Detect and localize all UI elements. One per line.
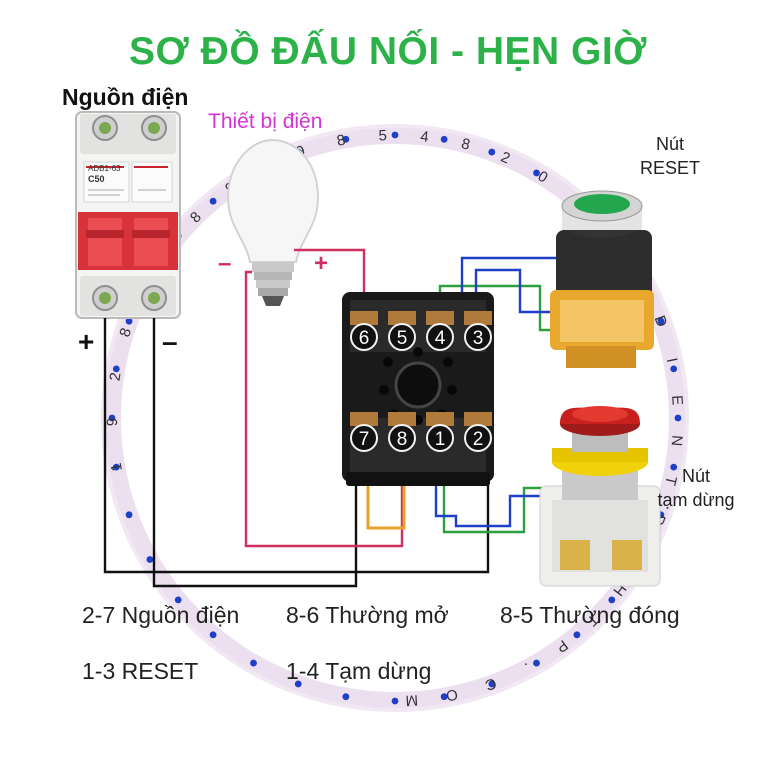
relay-top-pin-label-4: 4 — [435, 328, 446, 349]
watermark-left-char: 9 — [104, 418, 121, 427]
device-label: Thiết bị điện — [208, 110, 323, 133]
watermark-dot — [674, 414, 682, 422]
relay-top-screw-3 — [464, 311, 492, 325]
watermark-dot — [488, 680, 496, 688]
wires — [103, 248, 570, 588]
relay-bottom-pin-label-7: 7 — [359, 429, 370, 450]
watermark-dot — [125, 317, 133, 325]
relay-top-screw-5 — [388, 311, 416, 325]
watermark-right-char: O — [444, 685, 459, 704]
watermark-dot — [533, 659, 540, 667]
relay-top-pin-3 — [464, 323, 492, 351]
relay-bottom-pin-label-2: 2 — [473, 429, 484, 450]
watermark-right-char: I — [663, 356, 680, 364]
relay-top-screw-4 — [426, 311, 454, 325]
relay-bottom-screw-8 — [388, 412, 416, 426]
light-bulb-icon — [226, 138, 320, 306]
watermark-dot — [670, 365, 678, 373]
circuit-breaker — [75, 111, 181, 319]
reset-button-label: Nút RESET — [640, 132, 700, 180]
watermark-top-char: 4 — [419, 128, 429, 146]
relay-bottom-screw-2 — [464, 412, 492, 426]
watermark-left-char: 2 — [107, 371, 125, 382]
caption-normally-closed: 8-5 Thường đóng — [500, 602, 680, 628]
watermark-dot — [174, 596, 182, 604]
watermark-right-char: T — [661, 474, 680, 487]
watermark-dot — [209, 197, 217, 205]
watermark-top-char: 8 — [460, 135, 472, 154]
relay-top-pin-6 — [350, 323, 378, 351]
watermark-dot — [391, 131, 399, 139]
watermark-dot — [533, 169, 540, 177]
bulb-plus-label: + — [314, 250, 329, 277]
relay-bottom-pin-label-8: 8 — [397, 429, 408, 450]
watermark-right-char: M — [405, 691, 418, 709]
pause-button — [539, 406, 661, 587]
watermark-top-char: 5 — [378, 127, 387, 144]
watermark-dot — [209, 631, 217, 639]
watermark-dot — [657, 317, 665, 325]
caption-reset: 1-3 RESET — [82, 658, 199, 684]
power-source-label: Nguồn điện — [62, 84, 189, 110]
relay-top-pin-5 — [388, 323, 416, 351]
reset-button — [550, 190, 654, 368]
watermark-dot — [670, 463, 678, 471]
caption-normally-open: 8-6 Thường mở — [286, 602, 449, 628]
watermark-dot — [108, 414, 116, 422]
relay-bottom-pin-2 — [464, 424, 492, 452]
watermark-right-char: . — [522, 659, 534, 676]
watermark-dot — [112, 365, 120, 373]
relay-base: 6 5 4 3 7 8 1 2 — [342, 292, 494, 486]
breaker-model: ADB1-63 — [88, 164, 121, 173]
reset-label-line1: Nút — [655, 134, 684, 154]
watermark-top-char: 8 — [335, 132, 346, 150]
relay-bottom-pin-8 — [388, 424, 416, 452]
breaker-plus-label: + — [78, 326, 95, 357]
watermark-dot — [112, 463, 120, 471]
breaker-minus-label: – — [162, 326, 178, 357]
relay-top-pin-label-6: 6 — [359, 328, 370, 349]
watermark-dot — [250, 659, 257, 667]
caption-power: 2-7 Nguồn điện — [82, 602, 240, 628]
watermark-right-char: N — [668, 435, 686, 447]
watermark-right-char: E — [668, 395, 686, 406]
relay-bottom-pin-label-1: 1 — [435, 429, 446, 450]
watermark-dot — [440, 135, 448, 143]
pause-label-line2: tạm dừng — [657, 490, 735, 510]
watermark-left-char: 1 — [108, 461, 126, 472]
relay-bottom-screw-7 — [350, 412, 378, 426]
watermark-dot — [125, 511, 133, 519]
relay-bottom-pin-1 — [426, 424, 454, 452]
watermark-dot — [342, 693, 350, 701]
watermark-dot — [146, 556, 154, 563]
relay-bottom-pin-7 — [350, 424, 378, 452]
page-title: SƠ ĐỒ ĐẤU NỐI - HẸN GIỜ — [129, 30, 647, 73]
relay-bottom-screw-1 — [426, 412, 454, 426]
relay-top-screw-6 — [350, 311, 378, 325]
pause-label-line1: Nút — [681, 466, 710, 486]
relay-top-pin-label-5: 5 — [397, 328, 408, 349]
pause-button-label: Nút tạm dừng — [648, 464, 744, 512]
bulb-minus-label: – — [218, 250, 232, 277]
watermark-dot — [294, 680, 302, 688]
watermark-dot — [488, 148, 496, 156]
relay-top-pin-label-3: 3 — [473, 328, 484, 349]
watermark-dot — [342, 135, 350, 143]
watermark-dot — [440, 693, 448, 701]
watermark-dot — [391, 697, 399, 705]
watermark-dot — [608, 596, 616, 604]
caption-pause: 1-4 Tạm dừng — [286, 658, 432, 684]
reset-label-line2: RESET — [640, 158, 701, 178]
breaker-rating: C50 — [88, 174, 105, 184]
watermark-dot — [573, 631, 581, 639]
relay-top-pin-4 — [426, 323, 454, 351]
